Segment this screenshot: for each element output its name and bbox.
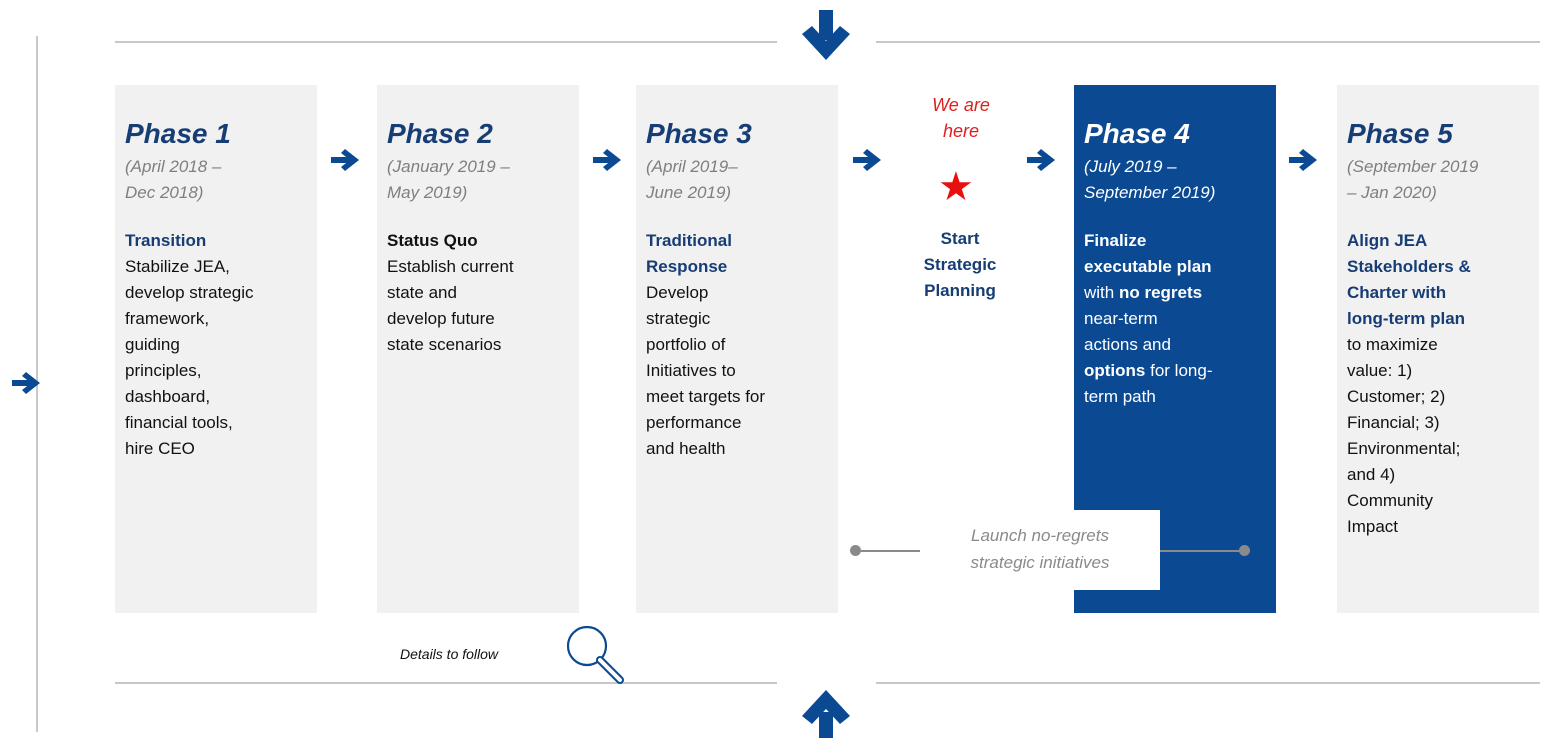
start-strategic-planning-label: Start Strategic Planning (923, 229, 997, 300)
phase-heading: Status Quo (387, 231, 478, 250)
arrow-right-icon (1289, 149, 1317, 171)
phase-heading: Response (646, 257, 728, 276)
arrow-right-icon (853, 149, 881, 171)
launch-start-dot (850, 545, 861, 556)
phase-title: Phase 3 (646, 118, 752, 149)
arrow-up-icon (802, 690, 850, 738)
launch-end-dot (1239, 545, 1250, 556)
arrow-down-icon (802, 10, 850, 60)
phase-description: Transition Stabilize JEA, develop strate… (125, 228, 309, 462)
bottom-rule-right (876, 682, 1540, 684)
phase-title: Phase 5 (1347, 118, 1453, 149)
launch-connector-right (1160, 550, 1244, 552)
phase-heading: Charter with (1347, 283, 1447, 302)
phase-5-card: Phase 5 (September 2019 – Jan 2020) Alig… (1337, 85, 1539, 613)
current-position-label: We are here (932, 95, 990, 141)
phase-heading: Stakeholders & (1347, 257, 1471, 276)
phase-dates: (April 2018 – Dec 2018) (125, 157, 222, 202)
details-to-follow-label: Details to follow (400, 646, 499, 662)
phase-2-card: Phase 2 (January 2019 – May 2019) Status… (377, 85, 579, 613)
arrow-right-icon (12, 372, 40, 394)
phase-1-card: Phase 1 (April 2018 – Dec 2018) Transiti… (115, 85, 317, 613)
phase-heading: long-term plan (1347, 309, 1466, 328)
phase-title: Phase 4 (1084, 118, 1190, 149)
top-rule-left (115, 41, 777, 43)
phase-dates: (July 2019 – September 2019) (1084, 157, 1216, 202)
phase-title: Phase 1 (125, 118, 231, 149)
phase-description: Align JEA Stakeholders & Charter with lo… (1347, 228, 1531, 540)
phase-heading: Traditional (646, 231, 732, 250)
phase-heading: Align JEA (1347, 231, 1428, 250)
arrow-right-icon (593, 149, 621, 171)
star-icon: ★ (938, 165, 974, 209)
phase-heading: Transition (125, 231, 207, 250)
arrow-right-icon (1027, 149, 1055, 171)
launch-initiatives-label: Launch no-regrets strategic initiatives (920, 510, 1160, 590)
phase-dates: (April 2019– June 2019) (646, 157, 738, 202)
phase-dates: (January 2019 – May 2019) (387, 157, 510, 202)
bottom-rule-left (115, 682, 777, 684)
phase-description: Status Quo Establish current state and d… (387, 228, 571, 358)
phase-3-card: Phase 3 (April 2019– June 2019) Traditio… (636, 85, 838, 613)
phase-title: Phase 2 (387, 118, 493, 149)
phase-dates: (September 2019 – Jan 2020) (1347, 157, 1479, 202)
magnifier-icon[interactable] (562, 622, 632, 688)
launch-connector-left (855, 550, 925, 552)
phase-description: Finalize executable plan with no regrets… (1084, 231, 1213, 406)
top-rule-right (876, 41, 1540, 43)
arrow-right-icon (331, 149, 359, 171)
phase-description: Traditional Response Develop strategic p… (646, 228, 830, 462)
